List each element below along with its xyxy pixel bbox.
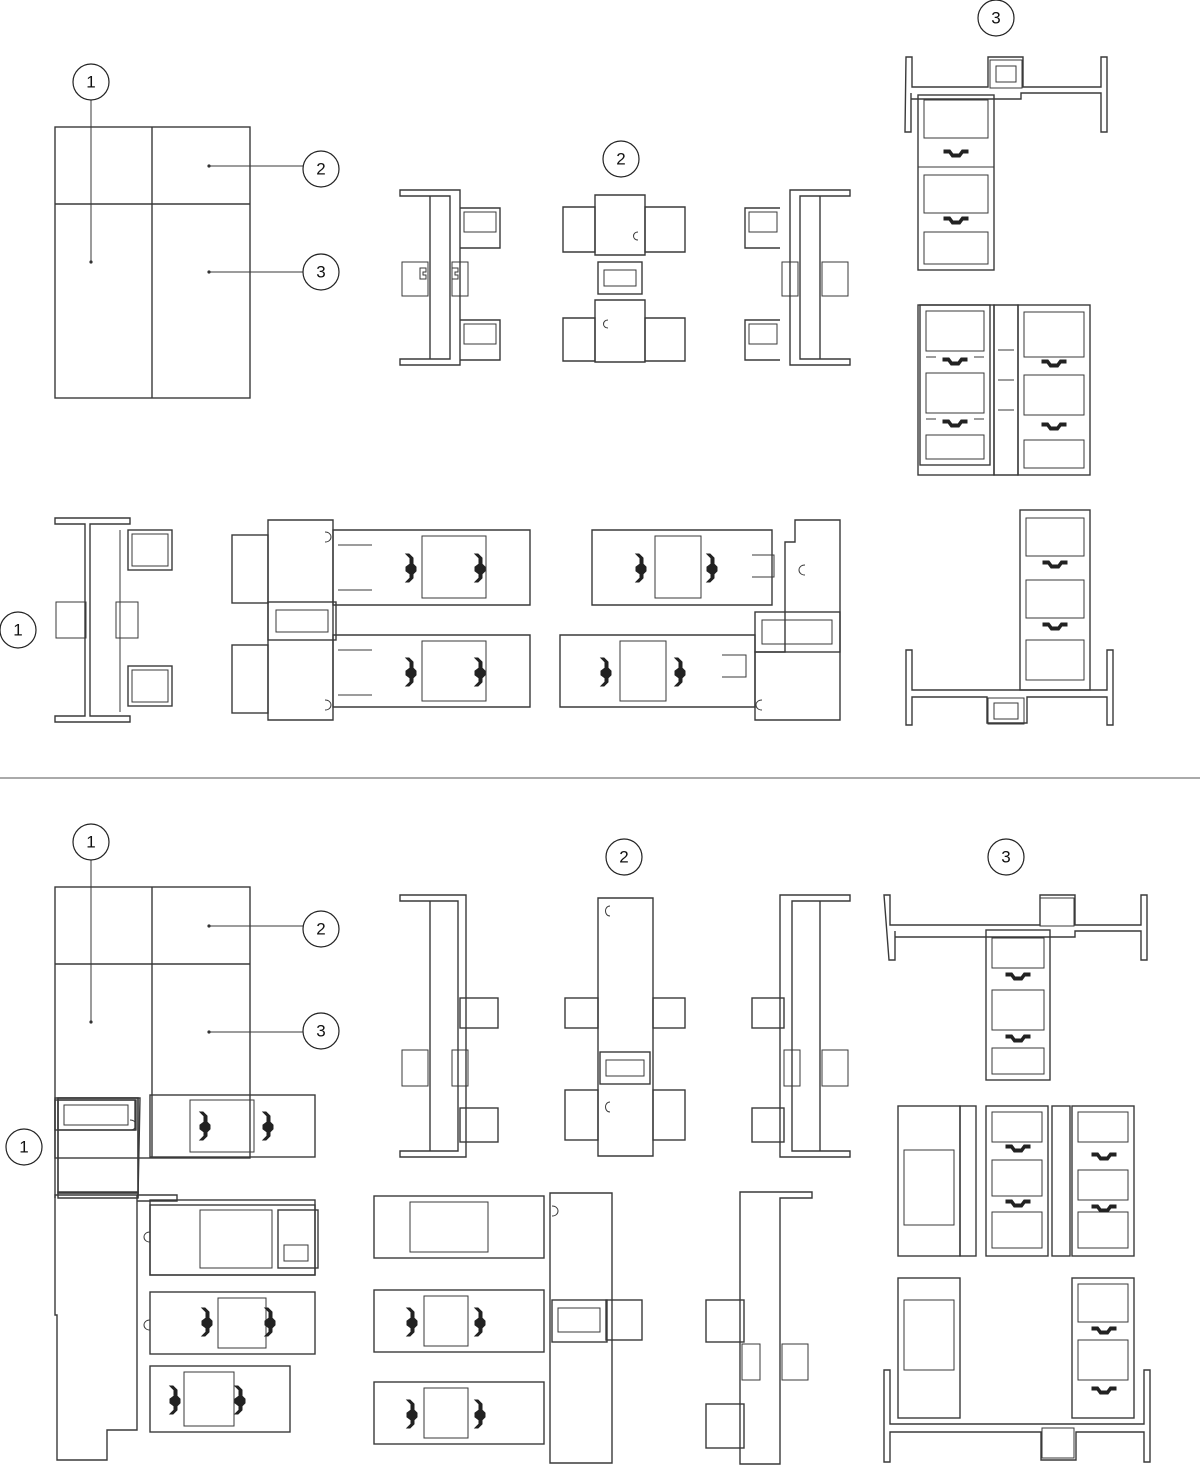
mullion-profile-right-bottom bbox=[751, 894, 851, 1158]
frame-assembly-1-bottom bbox=[54, 1094, 319, 1461]
transom-top-profile bbox=[904, 56, 1108, 271]
mullion-mid-profile-top bbox=[917, 304, 1091, 476]
callout-2-bottom-elevation: 2 bbox=[302, 910, 340, 948]
jamb-profile-1-top bbox=[54, 517, 173, 723]
callout-1-top-section: 1 bbox=[0, 611, 37, 649]
frame-assembly-1-bottom-upper bbox=[57, 1191, 139, 1199]
mullion-profile-right-top bbox=[744, 189, 851, 366]
callout-label: 2 bbox=[316, 920, 325, 939]
callout-label: 3 bbox=[991, 9, 1000, 28]
callout-label: 3 bbox=[316, 263, 325, 282]
sash-assembly-1-top bbox=[231, 519, 531, 721]
callout-label: 1 bbox=[86, 833, 95, 852]
transom-bottom-profile-bottom bbox=[883, 1277, 1151, 1463]
callout-2-top-section: 2 bbox=[602, 140, 640, 178]
callout-1-bottom-elevation: 1 bbox=[72, 823, 110, 861]
transom-bottom-profile bbox=[905, 509, 1114, 726]
callout-label: 2 bbox=[619, 848, 628, 867]
callout-label: 1 bbox=[86, 73, 95, 92]
callout-label: 2 bbox=[616, 150, 625, 169]
mullion-profile-center-bottom bbox=[564, 897, 686, 1157]
sash-assembly-2-top bbox=[559, 519, 841, 721]
elevation-diagram-top bbox=[54, 100, 303, 399]
callout-1-top-elevation: 1 bbox=[72, 63, 110, 101]
mullion-profile-tall-bottom bbox=[705, 1191, 813, 1465]
callout-label: 3 bbox=[1001, 848, 1010, 867]
mullion-profile-center-top bbox=[562, 194, 686, 363]
bottom-section: 1 2 3 2 3 1 bbox=[5, 823, 1151, 1465]
mullion-profile-left-bottom bbox=[399, 894, 499, 1158]
mullion-mid-profile-bottom bbox=[897, 1105, 1135, 1257]
callout-3-bottom-elevation: 3 bbox=[302, 1012, 340, 1050]
callout-label: 1 bbox=[13, 621, 22, 640]
callout-2-top-elevation: 2 bbox=[302, 150, 340, 188]
transom-top-profile-bottom bbox=[883, 894, 1148, 1081]
sash-stack-1-bottom bbox=[143, 1199, 316, 1433]
callout-3-top-elevation: 3 bbox=[302, 253, 340, 291]
mullion-profile-left-top bbox=[399, 189, 501, 366]
callout-3-bottom-section: 3 bbox=[987, 838, 1025, 876]
callout-label: 1 bbox=[19, 1138, 28, 1157]
callout-label: 3 bbox=[316, 1022, 325, 1041]
elevation-diagram-bottom bbox=[54, 860, 303, 1159]
callout-2-bottom-section: 2 bbox=[605, 838, 643, 876]
top-section: 1 2 3 2 3 1 bbox=[0, 0, 1114, 726]
callout-label: 2 bbox=[316, 160, 325, 179]
callout-1-bottom-section: 1 bbox=[5, 1128, 43, 1166]
callout-3-top-section: 3 bbox=[977, 0, 1015, 37]
sash-stack-2-bottom bbox=[373, 1192, 643, 1464]
